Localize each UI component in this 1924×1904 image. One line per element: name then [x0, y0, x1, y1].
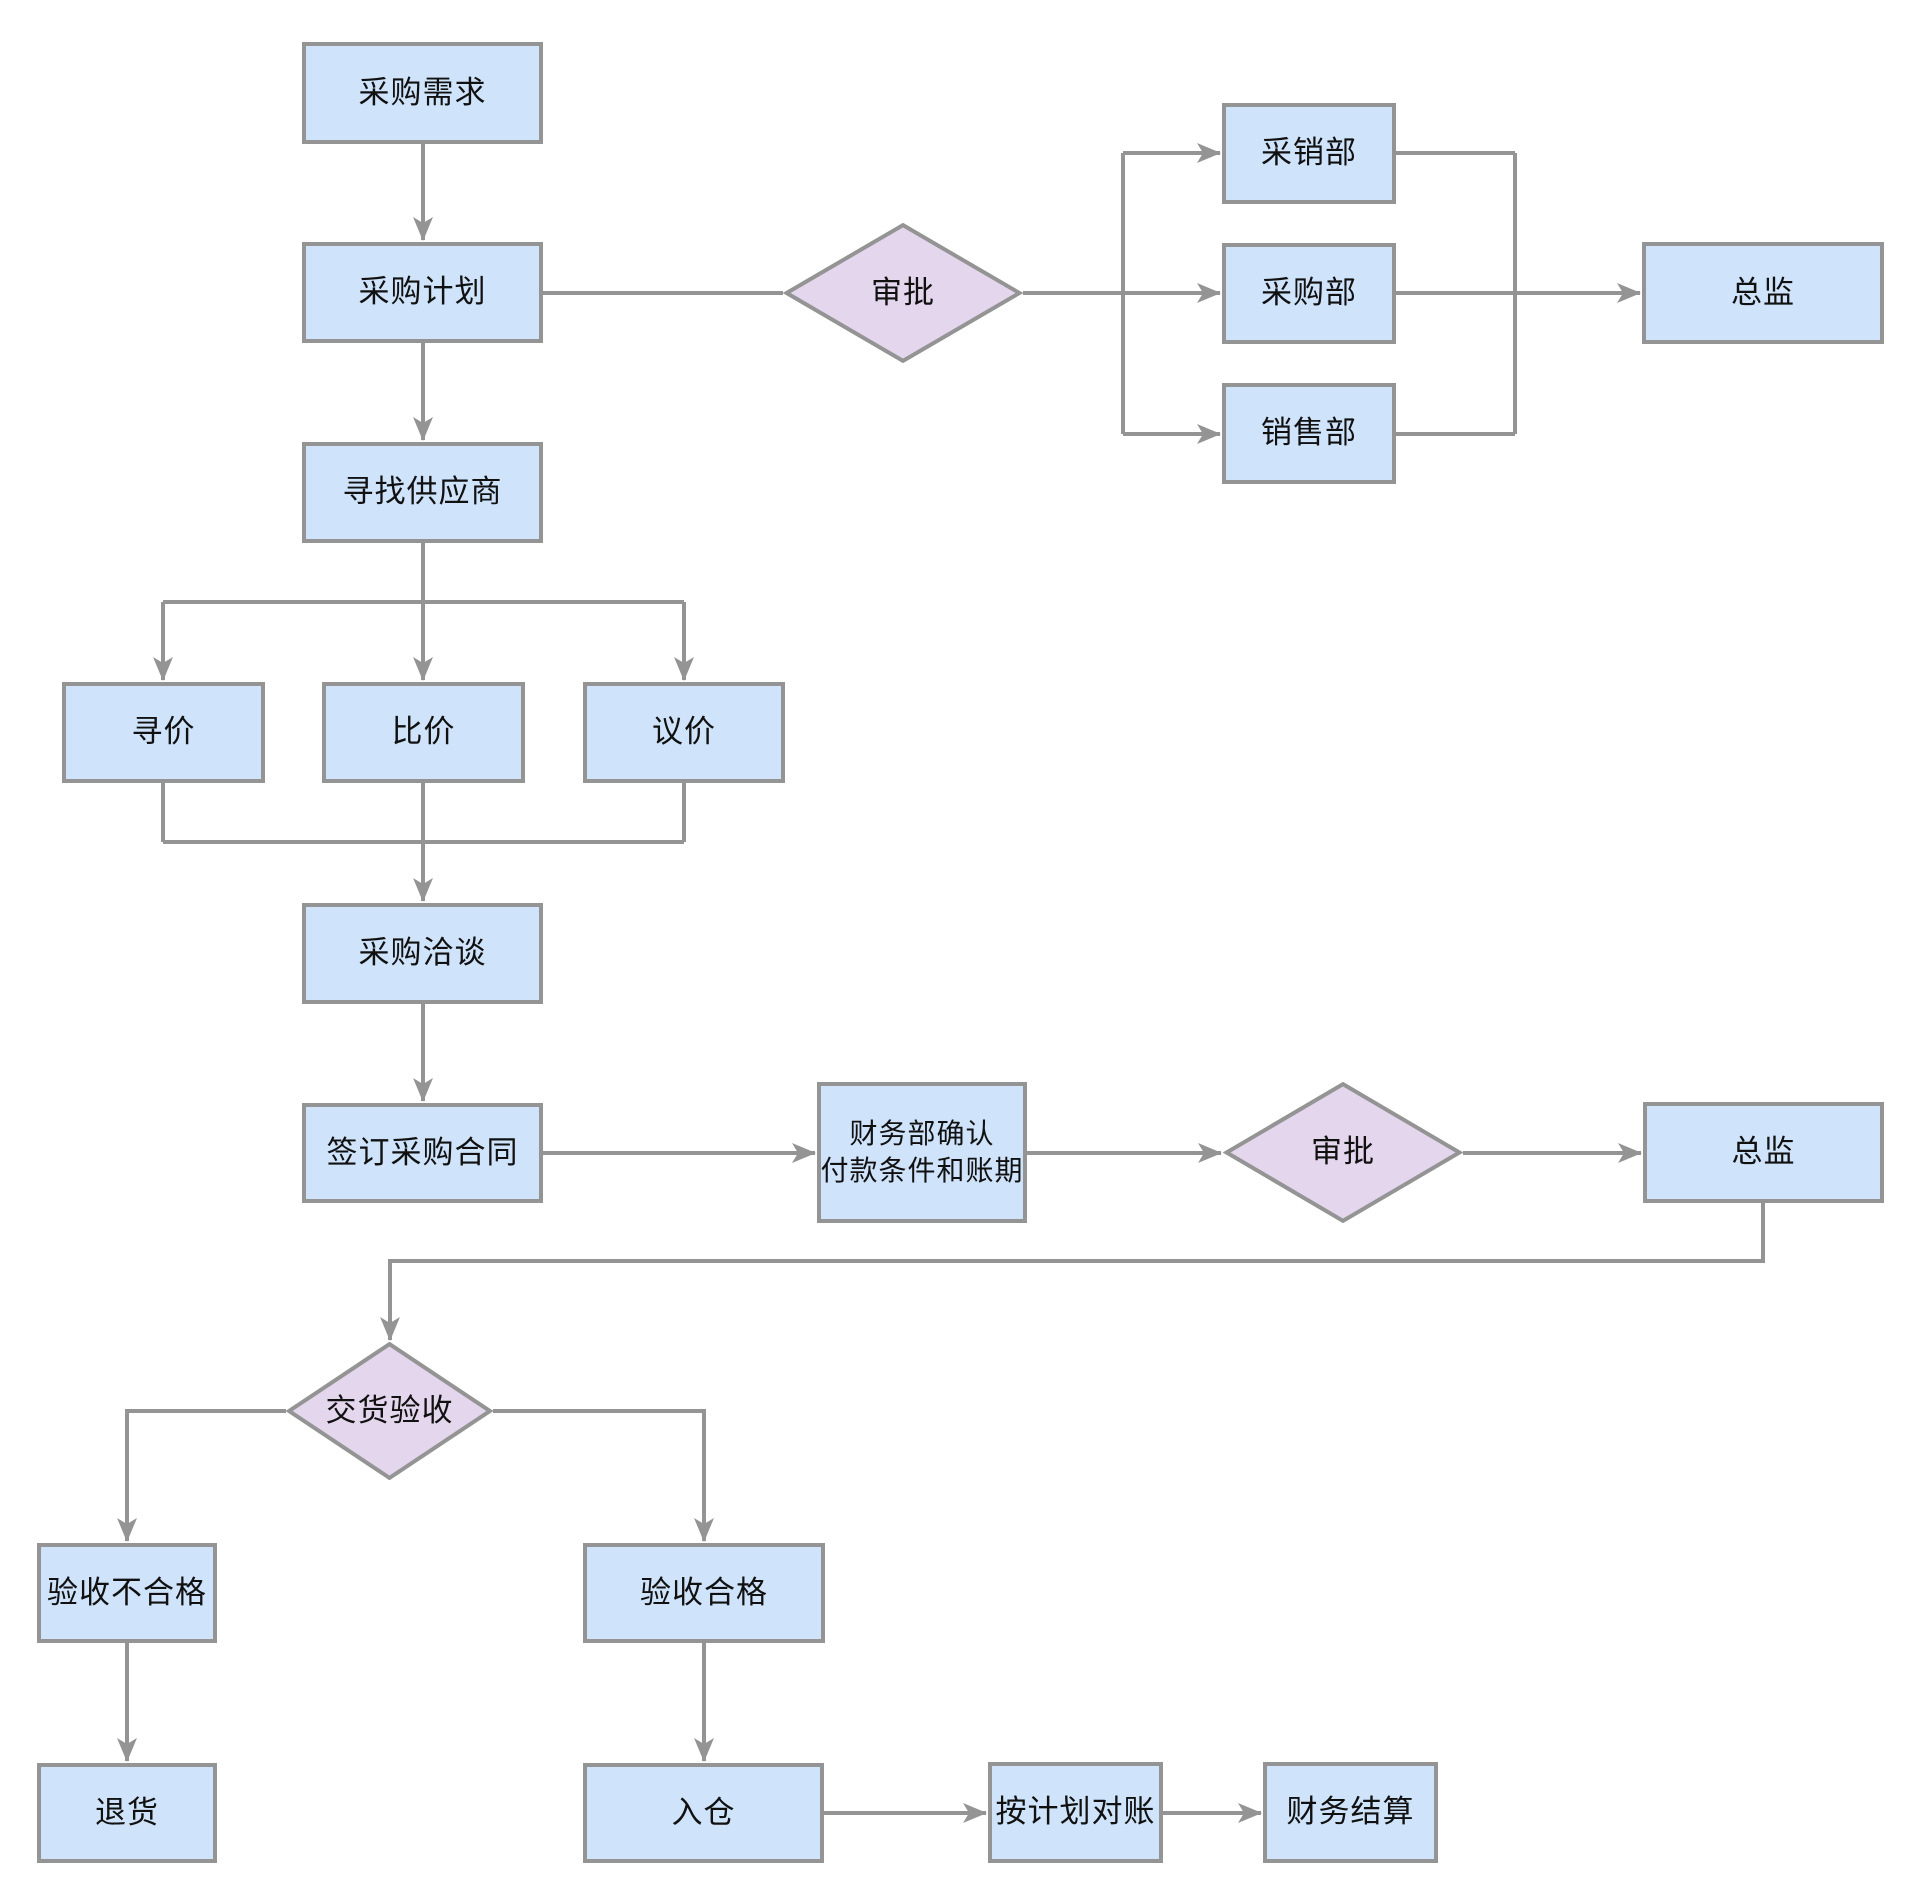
node-purchase-negotiation-label: 采购洽谈	[358, 935, 487, 971]
node-inspection-passed: 验收合格	[583, 1543, 825, 1643]
node-approval-1: 审批	[783, 223, 1023, 363]
node-financial-settlement: 财务结算	[1263, 1762, 1438, 1863]
node-purchase-demand: 采购需求	[302, 42, 543, 144]
node-procurement-sales-dept-label: 采销部	[1261, 135, 1357, 171]
node-procurement-sales-dept: 采销部	[1222, 103, 1396, 204]
node-finance-confirm: 财务部确认 付款条件和账期	[817, 1082, 1027, 1223]
diamond-shape	[783, 223, 1023, 363]
node-purchase-plan: 采购计划	[302, 242, 543, 343]
node-return-goods: 退货	[37, 1763, 217, 1863]
node-purchasing-dept: 采购部	[1222, 243, 1396, 344]
node-purchase-negotiation: 采购洽谈	[302, 903, 543, 1004]
diamond-shape	[286, 1342, 493, 1480]
node-finance-confirm-line2: 付款条件和账期	[820, 1154, 1024, 1186]
node-sales-dept: 销售部	[1222, 383, 1396, 484]
diamond-shape	[1223, 1082, 1463, 1223]
node-inquiry-label: 寻价	[131, 714, 196, 750]
node-purchasing-dept-label: 采购部	[1261, 275, 1357, 311]
node-approval-2-label: 审批	[1311, 1134, 1375, 1170]
edge-delivery-inspection-to-inspection-failed	[117, 1409, 286, 1542]
node-director-1-label: 总监	[1731, 274, 1795, 310]
node-finance-confirm-line1: 财务部确认	[849, 1118, 995, 1150]
node-reconcile-as-planned: 按计划对账	[988, 1762, 1163, 1863]
node-approval-2: 审批	[1223, 1082, 1463, 1223]
edge-director2-to-delivery-inspection	[380, 1203, 1765, 1341]
node-find-suppliers: 寻找供应商	[302, 442, 543, 543]
node-inspection-failed-label: 验收不合格	[47, 1574, 207, 1610]
node-price-comparison-label: 比价	[391, 714, 456, 750]
node-director-2-label: 总监	[1731, 1134, 1796, 1170]
node-find-suppliers-label: 寻找供应商	[342, 474, 503, 510]
node-warehousing-label: 入仓	[671, 1794, 736, 1830]
node-price-negotiation-label: 议价	[652, 714, 716, 750]
node-director-1: 总监	[1642, 242, 1884, 344]
node-reconcile-as-planned-label: 按计划对账	[995, 1794, 1156, 1830]
node-sign-contract: 签订采购合同	[302, 1103, 543, 1203]
node-price-comparison: 比价	[322, 682, 525, 783]
node-approval-1-label: 审批	[871, 274, 935, 310]
node-delivery-inspection: 交货验收	[286, 1342, 493, 1480]
node-inquiry: 寻价	[62, 682, 265, 783]
node-inspection-failed: 验收不合格	[37, 1543, 217, 1643]
node-financial-settlement-label: 财务结算	[1286, 1794, 1415, 1830]
node-purchase-plan-label: 采购计划	[358, 274, 487, 310]
edge-delivery-inspection-to-inspection-passed	[493, 1409, 714, 1542]
node-director-2: 总监	[1643, 1102, 1884, 1203]
node-delivery-inspection-label: 交货验收	[325, 1392, 454, 1428]
node-inspection-passed-label: 验收合格	[640, 1574, 768, 1610]
node-purchase-demand-label: 采购需求	[358, 74, 487, 110]
node-return-goods-label: 退货	[95, 1794, 159, 1830]
node-warehousing: 入仓	[583, 1763, 824, 1863]
node-price-negotiation: 议价	[583, 682, 785, 783]
node-finance-confirm-label: 财务部确认 付款条件和账期	[821, 1116, 1024, 1189]
node-sign-contract-label: 签订采购合同	[326, 1134, 519, 1170]
node-sales-dept-label: 销售部	[1261, 415, 1357, 451]
